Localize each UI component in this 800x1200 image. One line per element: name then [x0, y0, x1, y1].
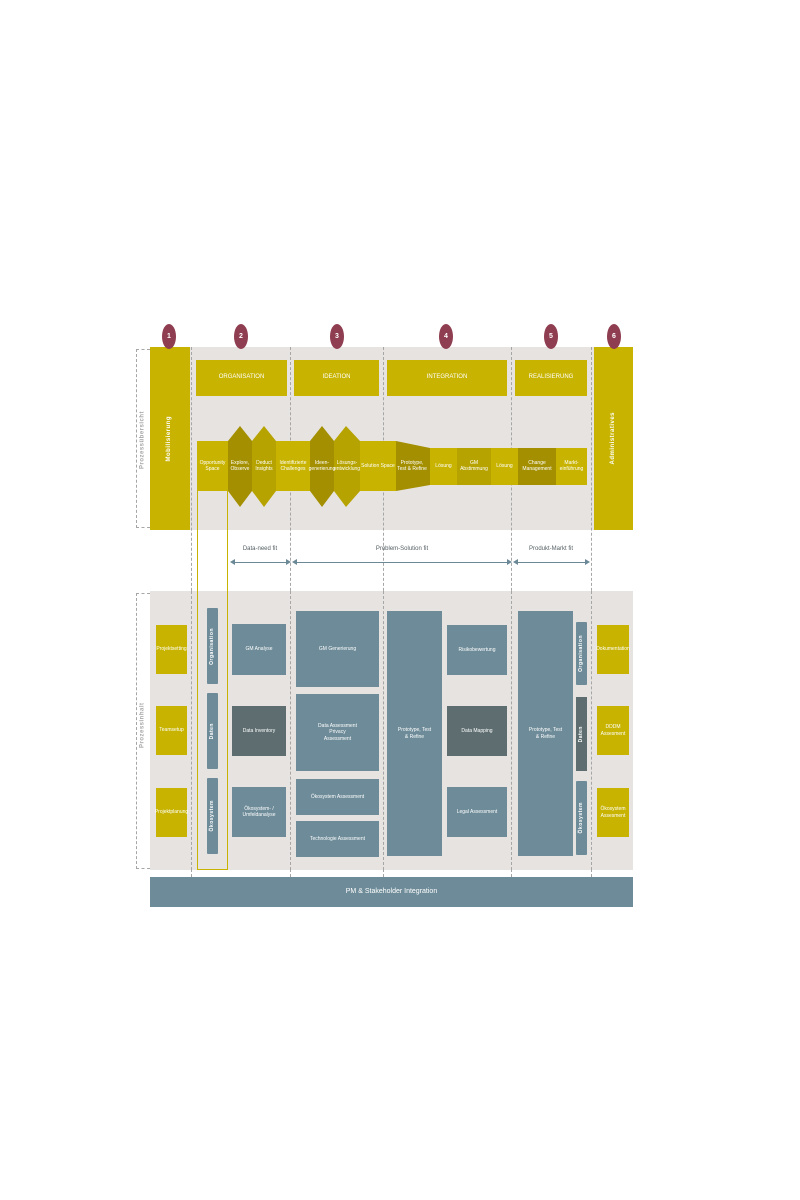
pill-left-oekosystem-label: Ökosystem — [209, 800, 216, 832]
pill-right-oekosystem-label: Ökosystem — [578, 802, 585, 834]
step-opportunity-space: Opportunity Space — [199, 459, 226, 472]
pill-left-oekosystem: Ökosystem — [207, 778, 218, 854]
pill-left-daten: Daten — [207, 693, 218, 769]
fit-arrow-data-need — [234, 562, 287, 563]
fit-arrow-produkt-markt — [517, 562, 586, 563]
fit-arrow-problem-solution — [296, 562, 508, 563]
phase-number-2: 2 — [234, 324, 248, 349]
box-gm-generierung: GM Generierung — [296, 611, 379, 687]
phase-header-integration: INTEGRATION — [387, 360, 507, 396]
fit-label-produkt-markt: Produkt-Markt fit — [528, 546, 573, 552]
mobilisierung-column: Mobilisierung — [150, 347, 190, 530]
bottom-bar-pm-stakeholder: PM & Stakeholder Integration — [150, 877, 633, 907]
shape-loesungsentw — [334, 426, 360, 507]
pill-right-daten-label: Daten — [578, 725, 585, 743]
step-prototype-test-refine: Prototype, Test & Refine — [397, 459, 427, 472]
pill-left-organisation: Organisation — [207, 608, 218, 684]
phase-number-4: 4 — [439, 324, 453, 349]
step-gm-abstimmung: GM Abstimmung — [460, 459, 488, 472]
shape-loesung-2 — [491, 448, 518, 485]
box-oekosystem-assessment: Ökosystem Assessment — [296, 779, 379, 815]
step-markteinfuehrung: Markt-einführung — [559, 459, 584, 472]
separator-content-5 — [591, 591, 592, 870]
step-identifizierte-challenges: Identifizierte Challenges — [279, 459, 307, 472]
pill-left-organisation-label: Organisation — [209, 627, 216, 665]
step-ideengenerierung: Ideen-generierung — [308, 459, 336, 472]
pill-right-organisation: Organisation — [576, 622, 587, 685]
shape-challenges — [276, 441, 310, 491]
box-prototype-test-refine-right: Prototype, Test & Refine — [518, 611, 573, 856]
pill-right-oekosystem: Ökosystem — [576, 781, 587, 855]
fit-arrow-data-need-left-head — [230, 559, 235, 565]
fit-arrow-data-need-right-head — [286, 559, 291, 565]
fit-arrow-problem-solution-left-head — [292, 559, 297, 565]
shape-explore — [228, 426, 252, 507]
fit-arrow-produkt-markt-left-head — [513, 559, 518, 565]
item-dddm-assesment: DDDM Assesment — [597, 706, 629, 755]
step-explore-observe: Explore, Observe — [230, 459, 250, 472]
step-deduct-insights: Deduct Insights — [255, 459, 273, 472]
phase-header-organisation: ORGANISATION — [196, 360, 287, 396]
step-loesungsentwicklung: Lösungs-entwicklung — [333, 459, 361, 472]
phase-number-5: 5 — [544, 324, 558, 349]
shape-opportunity — [197, 441, 228, 491]
separator-content-4 — [511, 591, 512, 870]
content-side-label: Prozessinhalt — [139, 702, 146, 748]
box-data-privacy-assessment: Data Assessment Privacy Assessment — [296, 694, 379, 771]
shape-gm-abstimmung — [457, 448, 491, 485]
pill-left-daten-label: Daten — [209, 722, 216, 740]
box-risikobewertung: Risikobewertung — [447, 625, 507, 675]
shape-change — [518, 448, 556, 485]
item-projektsetting: Projektsetting — [156, 625, 187, 674]
pill-right-daten: Daten — [576, 697, 587, 771]
shape-deduct — [252, 426, 276, 507]
opportunity-outline — [197, 491, 228, 870]
phase-header-ideation: IDEATION — [294, 360, 379, 396]
item-projektplanung: Projektplanung — [155, 788, 188, 837]
box-oekosystem-umfeldanalyse: Ökosystem- / Umfeldanalyse — [232, 787, 286, 837]
box-prototype-test-refine-mid: Prototype, Test & Refine — [387, 611, 442, 856]
fit-label-data-need: Data-need fit — [242, 546, 278, 552]
box-data-inventory: Data Inventory — [232, 706, 286, 756]
shape-markt — [556, 448, 587, 485]
phase-number-6: 6 — [607, 324, 621, 349]
pill-right-organisation-label: Organisation — [578, 635, 585, 672]
box-technologie-assessment: Technologie Assessment — [296, 821, 379, 857]
shape-prototype — [396, 441, 430, 491]
content-bracket — [136, 593, 150, 869]
overview-bracket — [136, 349, 150, 528]
box-legal-assessment: Legal Assessment — [447, 787, 507, 837]
box-gm-analyse: GM Analyse — [232, 624, 286, 675]
separator-content-2 — [290, 591, 291, 870]
step-loesung-1: Lösung — [435, 462, 452, 469]
shape-solution-space — [360, 441, 396, 491]
shape-loesung-1 — [430, 448, 457, 485]
fit-arrow-produkt-markt-right-head — [585, 559, 590, 565]
fit-arrow-problem-solution-right-head — [507, 559, 512, 565]
shape-ideen — [310, 426, 334, 507]
box-data-mapping: Data Mapping — [447, 706, 507, 756]
phase-header-realisierung: REALISIERUNG — [515, 360, 587, 396]
separator-content-3 — [383, 591, 384, 870]
item-oekosystem-assesment: Ökosystem Assesment — [597, 788, 629, 837]
item-teamsetup: Teamsetup — [156, 706, 187, 755]
fit-label-problem-solution: Problem-Solution fit — [375, 546, 429, 552]
step-change-management: Change Management — [522, 459, 552, 472]
administratives-column: Administratives — [594, 347, 633, 530]
phase-number-3: 3 — [330, 324, 344, 349]
phase-number-1: 1 — [162, 324, 176, 349]
item-dokumentation: Dokumentation — [596, 625, 630, 674]
step-solution-space: Solution Space — [361, 462, 395, 469]
step-loesung-2: Lösung — [496, 462, 513, 469]
separator-content-1 — [191, 591, 192, 870]
